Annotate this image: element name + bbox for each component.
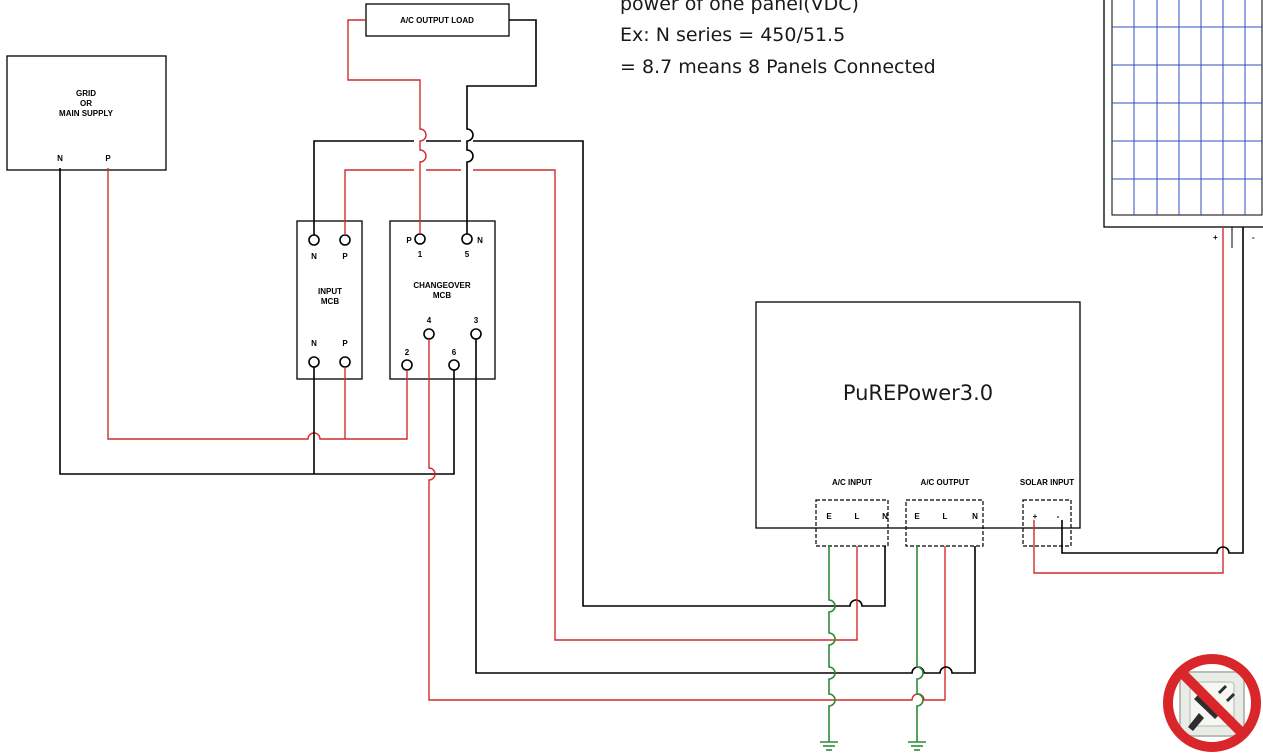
ac-input-terminal-block: [815, 499, 889, 547]
wire-input-neutral-to-output: [313, 140, 886, 607]
solar-input-terminal-block: [1022, 499, 1072, 547]
no-plug-icon: [1163, 654, 1261, 752]
ac-input-e: E: [826, 512, 832, 521]
changeover-p-label: P: [406, 236, 412, 245]
panel-plus-label: +: [1213, 233, 1218, 242]
note-line-2: Ex: N series = 450/51.5: [620, 24, 845, 46]
input-mcb-terminal-p-top: [339, 234, 351, 246]
wire-earth-output: [916, 546, 924, 742]
wire-changeover-3-neutral: [475, 339, 976, 674]
changeover-mcb: P 1 N 5 CHANGEOVER MCB 4 3 2 6: [389, 220, 496, 380]
input-mcb-label-2: MCB: [321, 297, 339, 306]
changeover-5-label: 5: [465, 250, 470, 259]
ac-output-e: E: [914, 512, 920, 521]
panel-minus-label: -: [1252, 233, 1255, 242]
solar-panel: + -: [1103, 0, 1263, 248]
wires: [59, 19, 1244, 742]
wire-changeover-4-live: [428, 339, 946, 701]
load-label: A/C OUTPUT LOAD: [400, 16, 474, 25]
solar-panel-cells: [1112, 0, 1262, 215]
changeover-terminal-6: [448, 359, 460, 371]
changeover-terminal-3: [470, 328, 482, 340]
input-mcb-top-p-label: P: [342, 252, 348, 261]
changeover-6-label: 6: [452, 348, 457, 357]
input-mcb-terminal-n-bottom: [308, 356, 320, 368]
input-mcb: N P INPUT MCB N P: [296, 220, 363, 380]
sizing-note: power of one panel(VDC) Ex: N series = 4…: [620, 0, 936, 78]
changeover-n-label: N: [477, 236, 483, 245]
ac-output-terminal-block: [905, 499, 984, 547]
wire-solar-negative: [1061, 227, 1244, 554]
input-mcb-terminal-p-bottom: [339, 356, 351, 368]
changeover-2-label: 2: [405, 348, 410, 357]
wire-load-neutral: [466, 19, 537, 234]
wire-grid-neutral: [59, 168, 455, 475]
ground-symbol-1: [820, 741, 838, 751]
ac-output-load-box: A/C OUTPUT LOAD: [365, 3, 510, 37]
grid-n-label: N: [57, 154, 63, 163]
ac-input-n: N: [882, 512, 888, 521]
changeover-label-2: MCB: [433, 291, 451, 300]
wire-earth-input: [828, 546, 836, 742]
changeover-4-label: 4: [427, 316, 432, 325]
grid-label-2: OR: [80, 99, 92, 108]
solar-plus: +: [1033, 512, 1038, 521]
ac-input-label: A/C INPUT: [832, 478, 872, 487]
ac-input-l: L: [855, 512, 860, 521]
note-line-1: power of one panel(VDC): [620, 0, 859, 15]
wire-load-live: [347, 19, 427, 234]
input-mcb-top-n-label: N: [311, 252, 317, 261]
changeover-terminal-4: [423, 328, 435, 340]
ac-output-n: N: [972, 512, 978, 521]
changeover-3-label: 3: [474, 316, 479, 325]
grid-main-supply-box: GRID OR MAIN SUPPLY N P: [6, 55, 167, 171]
input-mcb-bot-n-label: N: [311, 339, 317, 348]
changeover-terminal-5: [461, 233, 473, 245]
changeover-1-label: 1: [418, 250, 423, 259]
solar-input-label: SOLAR INPUT: [1020, 478, 1074, 487]
grid-label-1: GRID: [76, 89, 96, 98]
input-mcb-terminal-n-top: [308, 234, 320, 246]
changeover-label-1: CHANGEOVER: [413, 281, 471, 290]
ac-output-label: A/C OUTPUT: [921, 478, 970, 487]
changeover-terminal-1: [414, 233, 426, 245]
solar-minus: -: [1057, 512, 1060, 521]
ac-output-l: L: [943, 512, 948, 521]
inverter-title: PuREPower3.0: [843, 381, 993, 405]
grid-label-3: MAIN SUPPLY: [59, 109, 114, 118]
input-mcb-bot-p-label: P: [342, 339, 348, 348]
ground-symbol-2: [908, 741, 926, 751]
inverter-purepower: PuREPower3.0 A/C INPUT A/C OUTPUT SOLAR …: [755, 301, 1081, 547]
wire-input-live-to-output: [344, 169, 858, 641]
changeover-terminal-2: [401, 359, 413, 371]
note-line-3: = 8.7 means 8 Panels Connected: [620, 56, 936, 78]
wire-solar-positive: [1033, 227, 1224, 574]
grid-p-label: P: [105, 154, 111, 163]
input-mcb-label-1: INPUT: [318, 287, 342, 296]
